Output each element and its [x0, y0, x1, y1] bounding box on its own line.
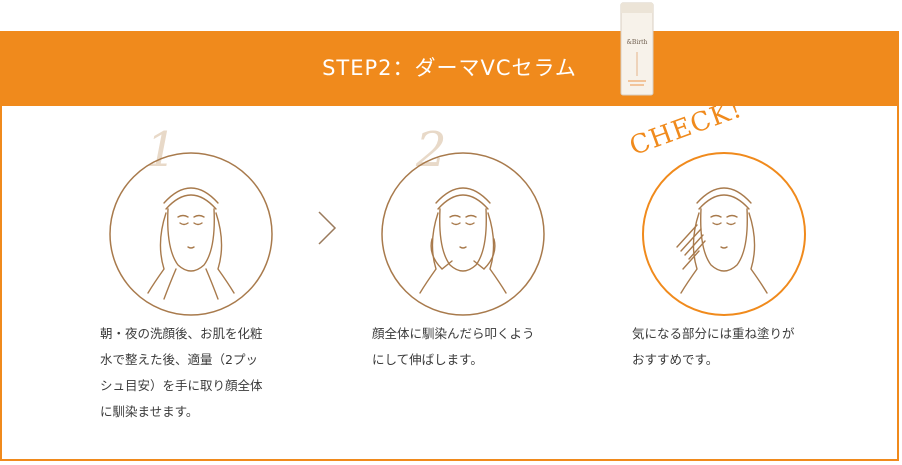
serum-bottle-icon: &Birth — [620, 2, 654, 96]
step-title: STEP2：ダーマVCセラム — [322, 56, 577, 80]
step-header — [0, 31, 899, 106]
step-2-description: 顔全体に馴染んだら叩くよう にして伸ばします。 — [372, 326, 535, 367]
step-1-description: 朝・夜の洗顔後、お肌を化粧 水で整えた後、適量（2プッ シュ目安）を手に取り顔全… — [100, 326, 263, 419]
face-illustration-icon — [381, 152, 545, 316]
face-illustration-icon — [109, 152, 273, 316]
step-number-2: 2 — [416, 122, 447, 178]
step-number-1: 1 — [146, 122, 177, 178]
chevron-right-icon — [318, 211, 337, 245]
bottle-label: &Birth — [627, 39, 648, 46]
step-3-description: 気になる部分には重ね塗りが おすすめです。 — [632, 326, 795, 367]
face-illustration-icon — [642, 152, 806, 316]
